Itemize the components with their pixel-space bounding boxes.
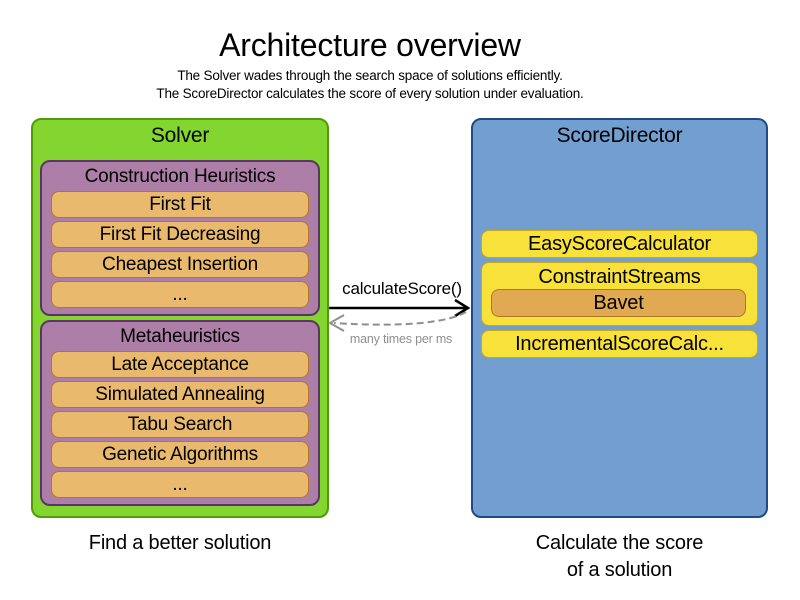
subtitle-line-1: The Solver wades through the search spac… bbox=[177, 68, 563, 83]
calculate-score-label: calculateScore() bbox=[342, 279, 462, 298]
item-construction-ellipsis: ... bbox=[51, 281, 309, 308]
frequency-label: many times per ms bbox=[349, 332, 453, 346]
item-cheapest-insertion: Cheapest Insertion bbox=[51, 251, 309, 278]
solver-title: Solver bbox=[150, 124, 210, 147]
subtitle-line-2: The ScoreDirector calculates the score o… bbox=[156, 86, 584, 101]
score-director-box: ScoreDirector EasyScoreCalculator Constr… bbox=[471, 118, 768, 518]
arrows-graphic bbox=[327, 298, 471, 332]
score-director-caption: Calculate the score of a solution bbox=[471, 530, 768, 584]
item-first-fit-decreasing: First Fit Decreasing bbox=[51, 221, 309, 248]
metaheuristics-group: Metaheuristics Late Acceptance Simulated… bbox=[40, 320, 320, 506]
item-first-fit: First Fit bbox=[51, 191, 309, 218]
page-title: Architecture overview bbox=[219, 27, 521, 63]
item-easy-score-calculator: EasyScoreCalculator bbox=[481, 230, 758, 258]
item-metaheuristics-ellipsis: ... bbox=[51, 471, 309, 498]
item-simulated-annealing: Simulated Annealing bbox=[51, 381, 309, 408]
construction-heuristics-title: Construction Heuristics bbox=[84, 166, 276, 187]
score-director-title: ScoreDirector bbox=[556, 124, 683, 147]
solver-box: Solver Construction Heuristics First Fit… bbox=[31, 118, 329, 518]
dashed-left-arrow-icon bbox=[327, 311, 467, 332]
score-director-caption-line-2: of a solution bbox=[566, 559, 673, 581]
constraint-streams-box: ConstraintStreams Bavet bbox=[481, 262, 758, 326]
item-late-acceptance: Late Acceptance bbox=[51, 351, 309, 378]
item-genetic-algorithms: Genetic Algorithms bbox=[51, 441, 309, 468]
solver-caption: Find a better solution bbox=[88, 532, 272, 554]
item-incremental-score-calculator: IncrementalScoreCalc... bbox=[481, 330, 758, 358]
score-director-caption-line-1: Calculate the score bbox=[535, 532, 704, 554]
construction-heuristics-group: Construction Heuristics First Fit First … bbox=[40, 160, 320, 316]
right-arrow-icon bbox=[329, 298, 471, 318]
item-tabu-search: Tabu Search bbox=[51, 411, 309, 438]
constraint-streams-title: ConstraintStreams bbox=[538, 266, 701, 288]
item-bavet: Bavet bbox=[491, 289, 746, 317]
metaheuristics-title: Metaheuristics bbox=[120, 326, 240, 347]
